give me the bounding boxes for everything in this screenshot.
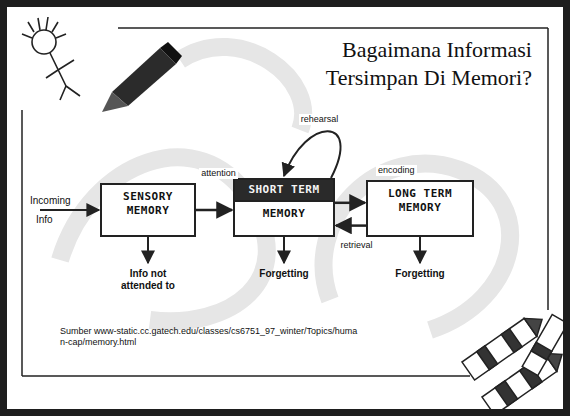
- incoming-arrow: [40, 209, 99, 211]
- outcome-label: Info not attended to: [117, 268, 179, 292]
- outcome-label: Forgetting: [253, 268, 315, 280]
- crayons: [462, 310, 568, 415]
- source-note: Sumber www-static.cc.gatech.edu/classes/…: [60, 326, 360, 348]
- stick-figure: [22, 17, 80, 100]
- slide-border: [22, 28, 548, 376]
- flow-arrow: [196, 209, 232, 212]
- input-label: Info: [36, 214, 53, 226]
- box-label: LONG TERM MEMORY: [368, 182, 472, 220]
- edge-label: encoding: [376, 165, 417, 176]
- box-label: SENSORY MEMORY: [102, 185, 194, 223]
- down-arrow: [283, 237, 285, 263]
- edge-label: rehearsal: [299, 114, 341, 125]
- memory-box: SHORT TERMMEMORY: [233, 178, 335, 237]
- input-label: Incoming: [30, 195, 71, 207]
- memory-box: LONG TERM MEMORY: [366, 180, 474, 237]
- down-arrow: [419, 237, 421, 263]
- edge-label: retrieval: [338, 240, 374, 251]
- flow-arrow: [336, 224, 366, 227]
- edge-label: attention: [199, 168, 238, 179]
- rehearsal-loop: [284, 131, 341, 178]
- down-arrow: [147, 237, 149, 263]
- outcome-label: Forgetting: [389, 268, 451, 280]
- pencil: [102, 42, 182, 112]
- memory-box: SENSORY MEMORY: [100, 183, 196, 237]
- box-label: MEMORY: [235, 202, 333, 226]
- slide-title: Bagaimana Informasi Tersimpan Di Memori?: [270, 36, 532, 92]
- box-header: SHORT TERM: [235, 180, 333, 202]
- flow-arrow: [335, 202, 365, 205]
